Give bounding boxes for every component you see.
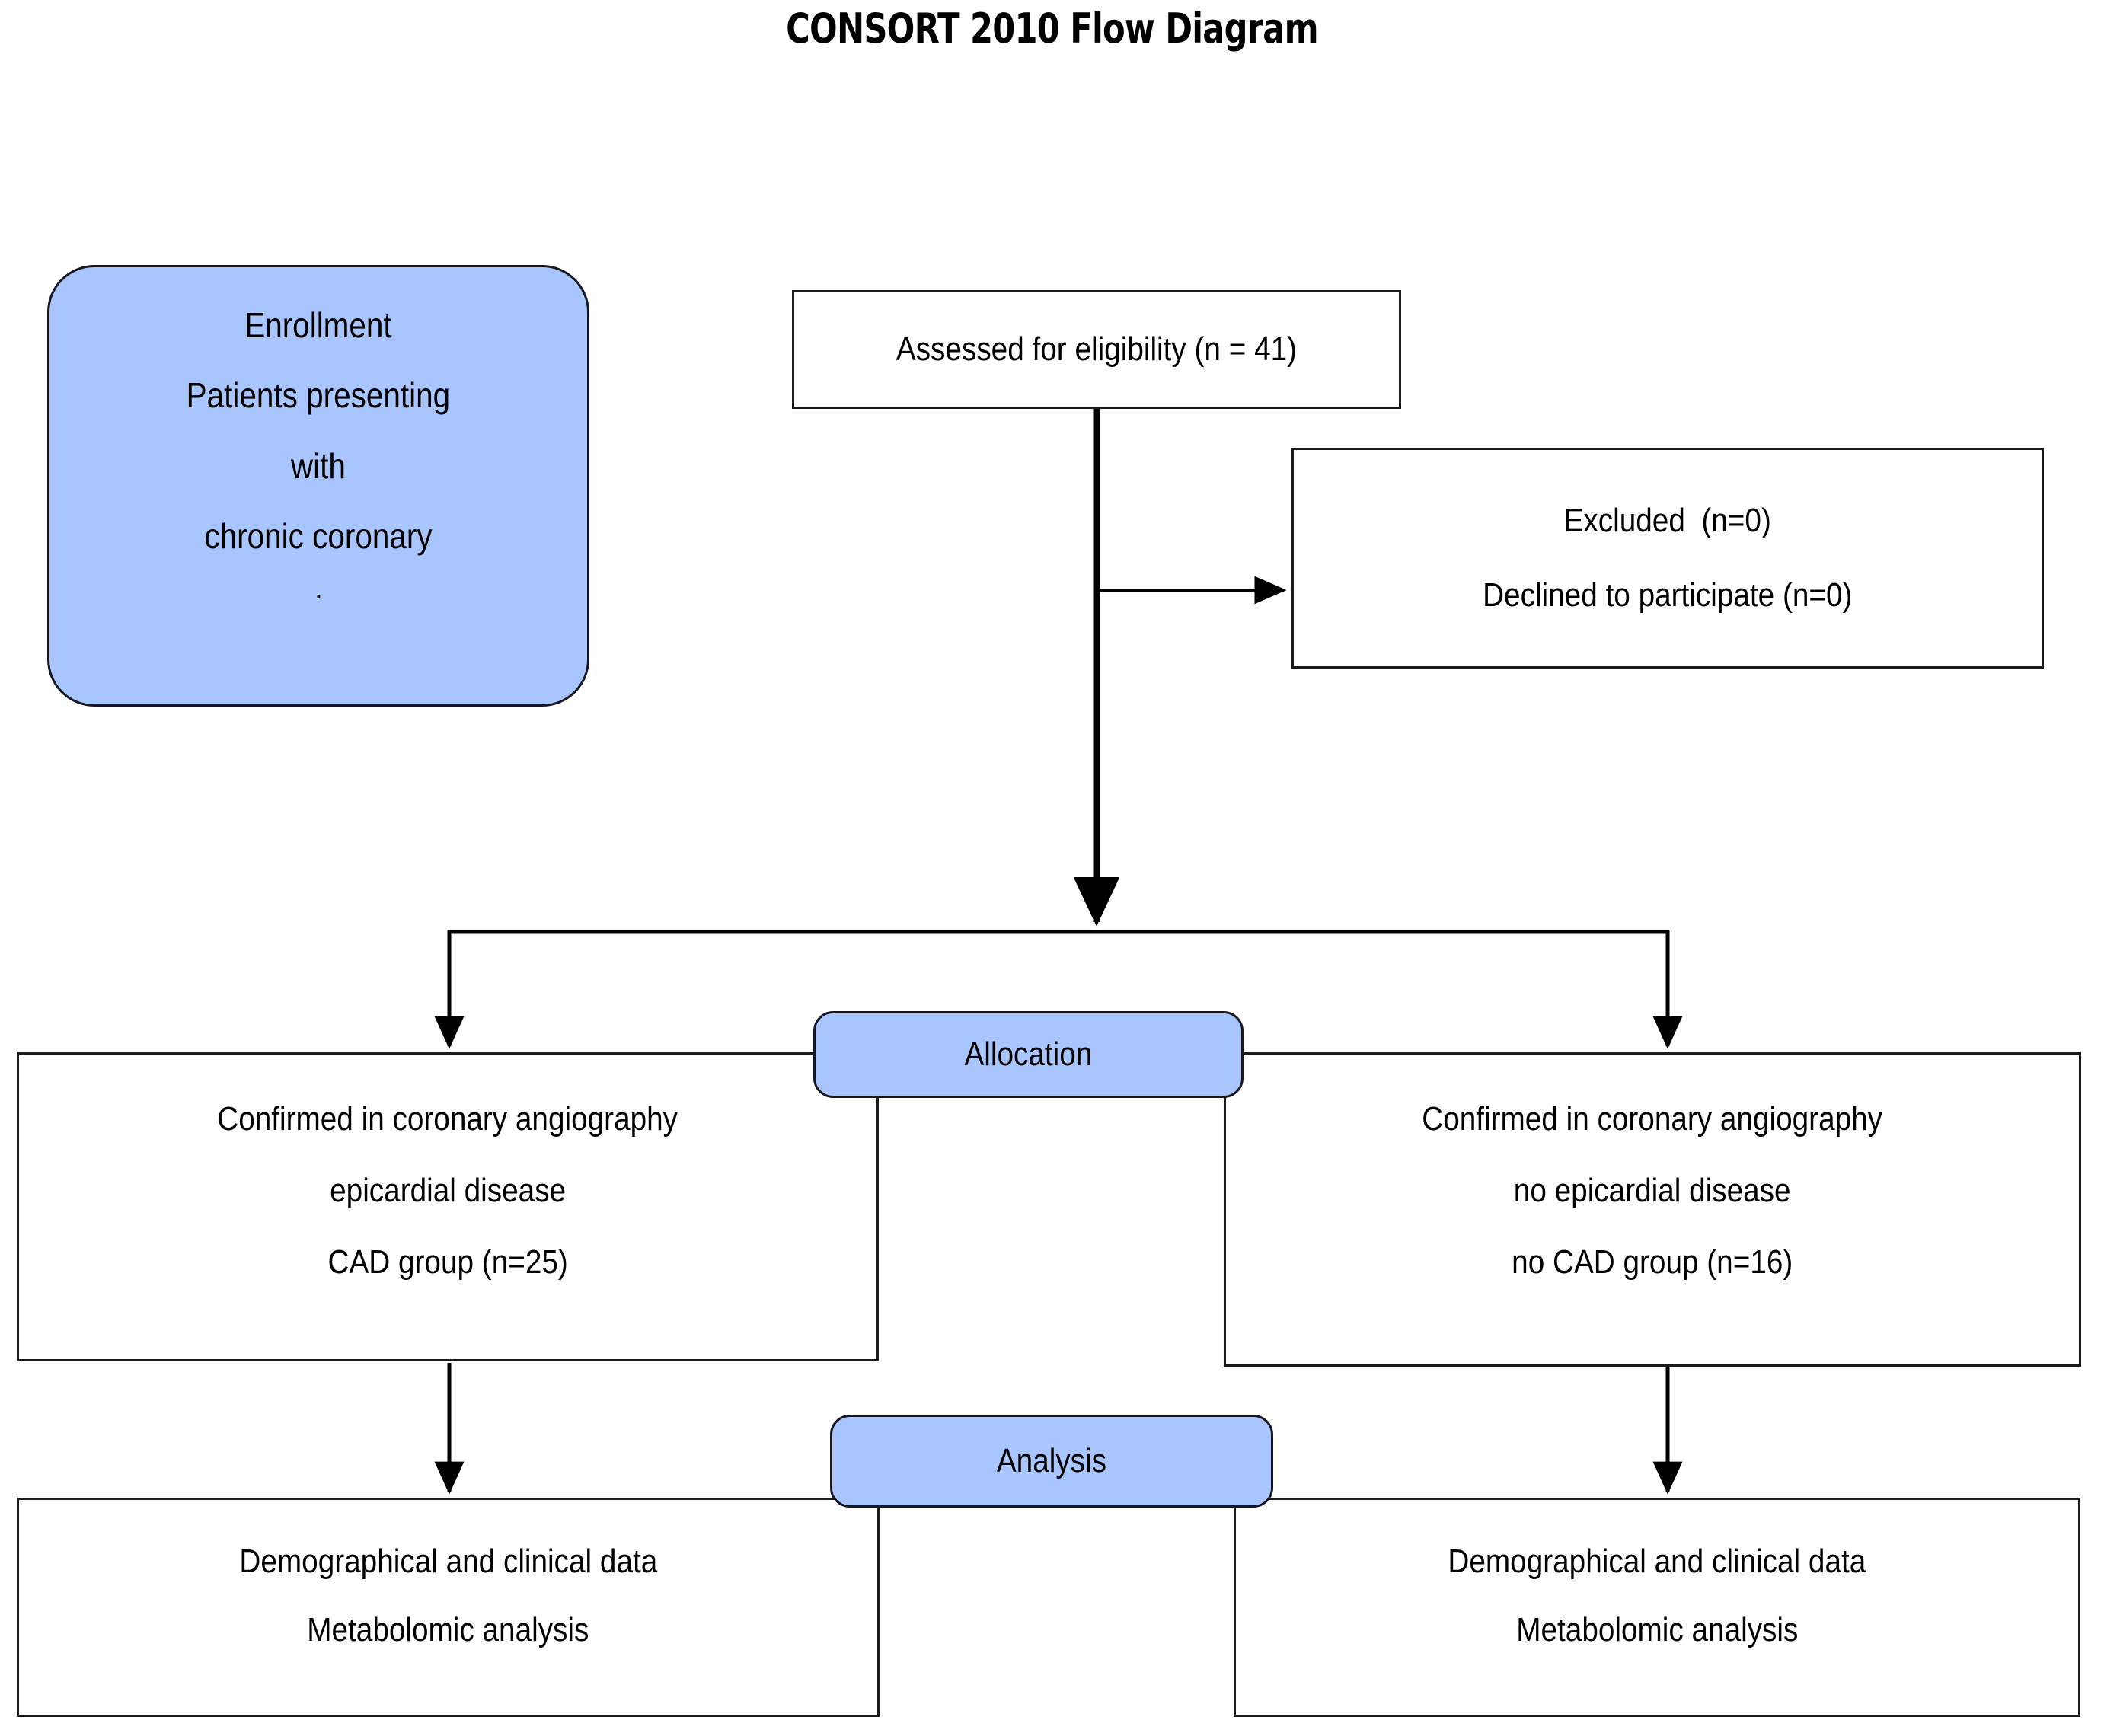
enrollment-line-3: with [291, 445, 346, 486]
allocation-stage-text: Allocation [964, 1035, 1093, 1073]
alloc-right-line-2: no epicardial disease [1514, 1172, 1791, 1210]
excluded-line-2: Declined to participate (n=0) [1483, 576, 1853, 614]
allocation-no-cad-group-box: Confirmed in coronary angiography no epi… [1224, 1052, 2081, 1367]
analysis-left-box: Demographical and clinical data Metabolo… [17, 1498, 880, 1717]
analysis-stage-label: Analysis [830, 1415, 1273, 1508]
excluded-line-1: Excluded (n=0) [1563, 501, 1772, 539]
page-title: CONSORT 2010 Flow Diagram [786, 5, 1318, 53]
alloc-left-line-2: epicardial disease [330, 1172, 566, 1210]
alloc-right-line-3: no CAD group (n=16) [1512, 1243, 1793, 1281]
allocation-cad-group-box: Confirmed in coronary angiography epicar… [17, 1052, 879, 1361]
analysis-right-box: Demographical and clinical data Metabolo… [1234, 1498, 2080, 1717]
analysis-left-line-2: Metabolomic analysis [307, 1611, 589, 1649]
enrollment-line-4: chronic coronary [204, 515, 433, 556]
alloc-left-line-1: Confirmed in coronary angiography [217, 1100, 678, 1138]
analysis-left-line-1: Demographical and clinical data [239, 1543, 657, 1580]
enrollment-line-2: Patients presenting [186, 375, 451, 416]
assessed-for-eligibility-box: Assessed for eligibility (n = 41) [792, 290, 1401, 409]
analysis-right-line-1: Demographical and clinical data [1448, 1543, 1866, 1580]
analysis-right-line-2: Metabolomic analysis [1515, 1611, 1799, 1649]
enrollment-panel: Enrollment Patients presenting with chro… [47, 265, 589, 707]
enrollment-line-5: . [314, 566, 323, 607]
allocation-stage-label: Allocation [813, 1011, 1244, 1098]
enrollment-line-1: Enrollment [244, 305, 392, 345]
alloc-right-line-1: Confirmed in coronary angiography [1422, 1100, 1883, 1138]
excluded-box: Excluded (n=0) Declined to participate (… [1291, 448, 2044, 669]
eligibility-line-1: Assessed for eligibility (n = 41) [896, 330, 1298, 368]
analysis-stage-text: Analysis [996, 1441, 1107, 1479]
alloc-left-line-3: CAD group (n=25) [327, 1243, 568, 1281]
